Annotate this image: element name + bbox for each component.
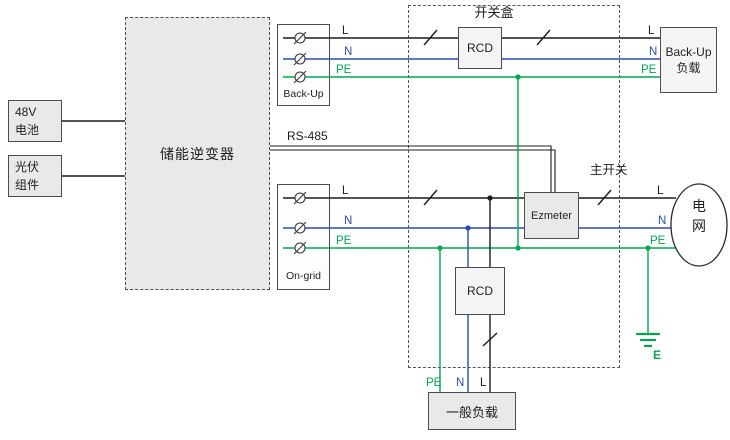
- main-switch-symbol: [597, 189, 612, 206]
- terminal-icon: [293, 70, 307, 84]
- pv-box: 光伏 组件: [8, 155, 62, 197]
- terminal-icon: [293, 52, 307, 66]
- battery-label-line1: 48V: [15, 105, 37, 119]
- junction-dot: [487, 195, 493, 201]
- terminal-icon: [293, 221, 307, 235]
- pv-label-line2: 组件: [15, 178, 40, 192]
- switch-symbol: [536, 29, 551, 46]
- junction-dot: [437, 245, 443, 251]
- switch-symbol: [423, 29, 438, 46]
- switch-symbol: [423, 189, 438, 206]
- junction-dot: [515, 74, 521, 80]
- junction-dot: [645, 245, 651, 251]
- ground-icon: [636, 332, 660, 348]
- terminal-icon: [293, 241, 307, 255]
- pv-label-line1: 光伏: [15, 160, 40, 174]
- grid-ellipse: [670, 183, 728, 267]
- battery-label-line2: 电池: [15, 123, 40, 137]
- terminal-icon: [293, 31, 307, 45]
- wire-rs485-a: [270, 145, 552, 194]
- terminal-icon: [293, 191, 307, 205]
- switch-box-outline: [408, 5, 620, 368]
- junction-dot: [515, 245, 521, 251]
- switch-symbol: [482, 332, 498, 347]
- inverter-label: 储能逆变器: [160, 145, 235, 162]
- junction-dot: [465, 225, 471, 231]
- battery-box: 48V 电池: [8, 100, 62, 142]
- wire-rs485-b: [270, 149, 556, 194]
- inverter-box: 储能逆变器: [125, 17, 270, 290]
